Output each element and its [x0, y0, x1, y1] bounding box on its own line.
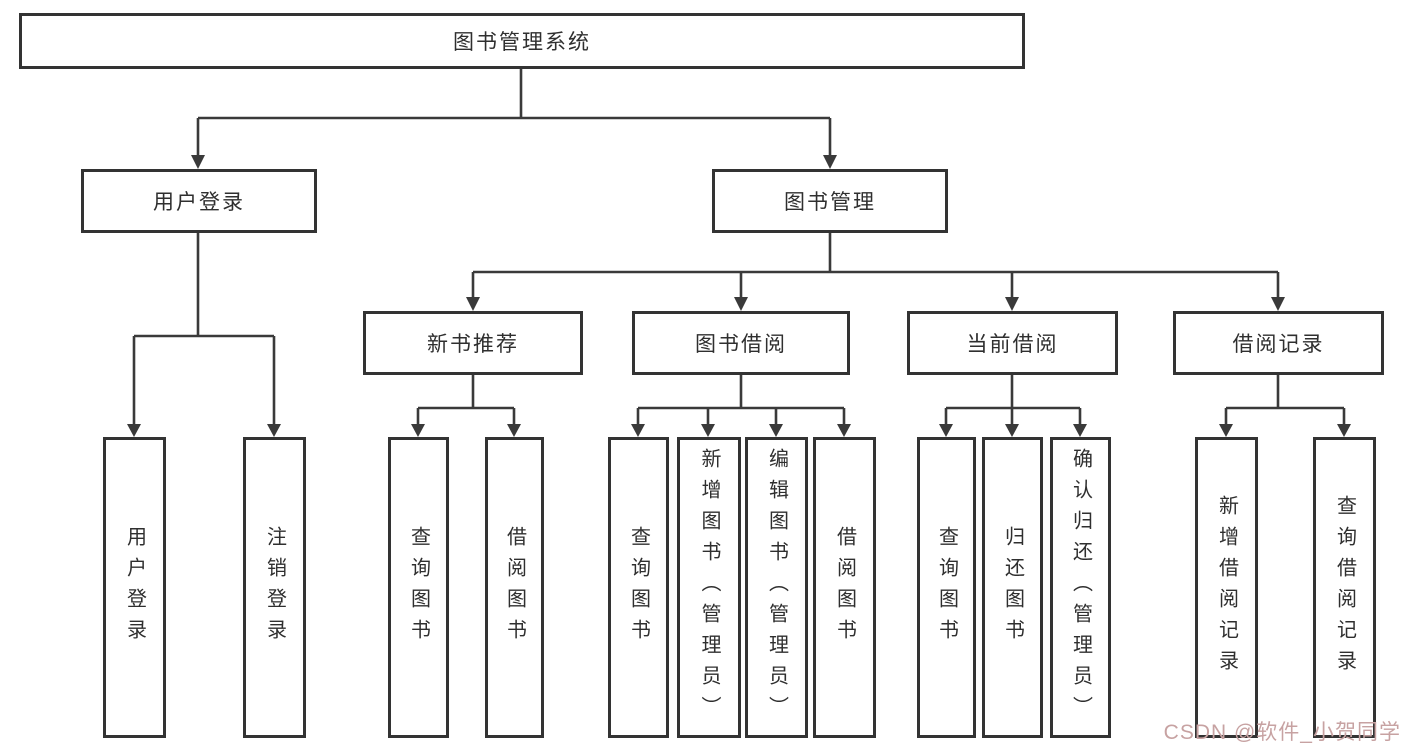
connector-new-book-recommendation	[416, 375, 516, 426]
node-library-management-system: 图书管理系统	[19, 13, 1025, 69]
leaf-label: 借阅图书	[503, 525, 526, 650]
node-book-management: 图书管理	[712, 169, 948, 233]
node-current-borrowing: 当前借阅	[907, 311, 1118, 375]
leaf-query-books-current: 查询图书	[917, 437, 976, 738]
watermark: CSDN @软件_小贺同学	[1163, 721, 1401, 744]
leaf-label: 归还图书	[1001, 525, 1024, 650]
leaf-borrow-books-recommend: 借阅图书	[485, 437, 544, 738]
leaf-user-login: 用户登录	[103, 437, 166, 738]
node-label: 图书管理	[784, 191, 876, 214]
leaf-label: 确认归还（管理员）	[1069, 448, 1092, 727]
connector-book-borrowing	[636, 375, 846, 426]
leaf-label: 新增借阅记录	[1215, 494, 1238, 681]
node-label: 借阅记录	[1232, 333, 1325, 356]
node-label: 图书管理系统	[453, 31, 591, 54]
leaf-label: 新增图书（管理员）	[698, 448, 720, 727]
connector-current-borrowing	[944, 375, 1082, 426]
leaf-borrow-books-borrowing: 借阅图书	[813, 437, 876, 738]
leaf-logout: 注销登录	[243, 437, 306, 738]
node-new-book-recommendation: 新书推荐	[363, 311, 583, 375]
node-label: 新书推荐	[427, 333, 519, 356]
leaf-label: 查询图书	[935, 525, 958, 650]
leaf-add-borrow-record: 新增借阅记录	[1195, 437, 1258, 738]
node-label: 图书借阅	[695, 333, 787, 356]
leaf-return-books: 归还图书	[982, 437, 1043, 738]
leaf-query-books-recommend: 查询图书	[388, 437, 449, 738]
connector-borrowing-records	[1224, 375, 1346, 426]
leaf-add-books-admin: 新增图书（管理员）	[677, 437, 741, 738]
leaf-label: 查询借阅记录	[1333, 494, 1356, 681]
leaf-label: 查询图书	[627, 525, 650, 650]
leaf-label: 用户登录	[123, 525, 146, 650]
leaf-confirm-return-admin: 确认归还（管理员）	[1050, 437, 1111, 738]
node-user-login: 用户登录	[81, 169, 317, 233]
leaf-query-borrow-record: 查询借阅记录	[1313, 437, 1376, 738]
leaf-edit-books-admin: 编辑图书（管理员）	[745, 437, 808, 738]
connector-book-management	[471, 233, 1280, 299]
leaf-label: 注销登录	[263, 525, 286, 650]
leaf-label: 查询图书	[407, 525, 430, 650]
node-borrowing-records: 借阅记录	[1173, 311, 1384, 375]
leaf-query-books-borrowing: 查询图书	[608, 437, 669, 738]
connector-user-login	[132, 233, 276, 425]
leaf-label: 借阅图书	[833, 525, 856, 650]
node-label: 用户登录	[153, 191, 245, 214]
arrowheads	[127, 155, 1351, 437]
node-book-borrowing: 图书借阅	[632, 311, 850, 375]
leaf-label: 编辑图书（管理员）	[765, 448, 788, 727]
connector-root	[196, 68, 832, 156]
node-label: 当前借阅	[966, 333, 1059, 356]
